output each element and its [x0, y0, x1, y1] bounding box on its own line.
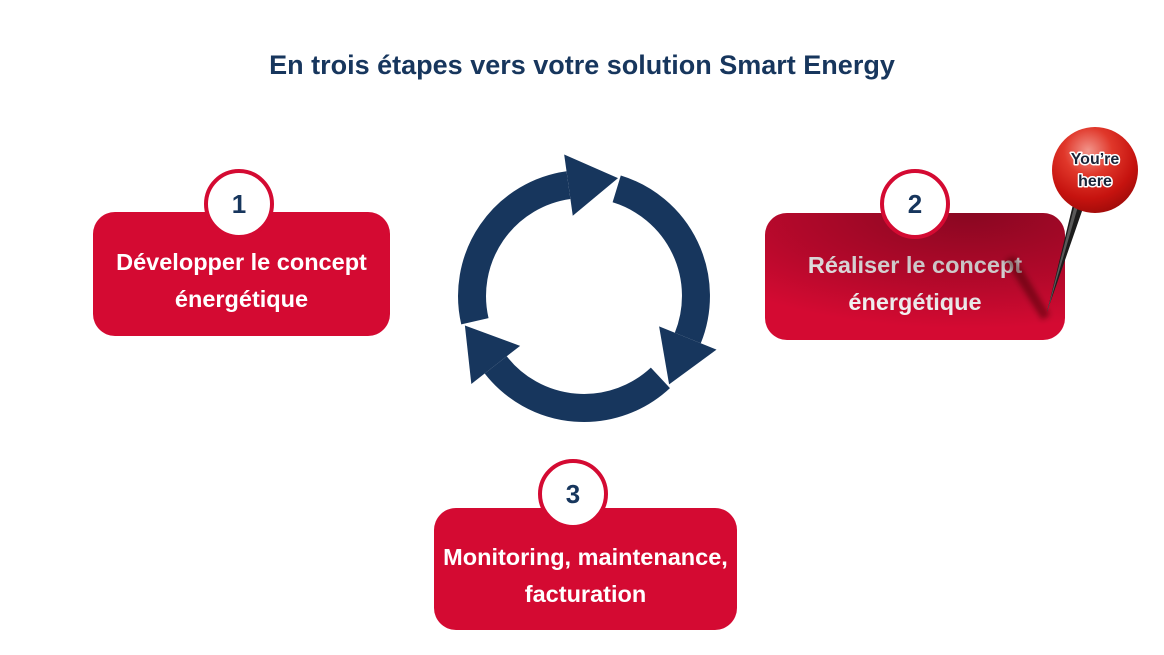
step-3-number-badge: 3	[538, 459, 608, 529]
pin-label-line2: here	[1078, 173, 1112, 190]
step-3-number: 3	[565, 478, 581, 509]
cycle-arrows-icon	[438, 150, 717, 442]
step-2-label-line2: énergétique	[848, 288, 982, 315]
step-1-number: 1	[231, 188, 247, 219]
step-box-3: Monitoring, maintenance, facturation	[434, 508, 737, 630]
step-1-label-line1: Développer le concept	[116, 249, 367, 275]
step-3-label-line1: Monitoring, maintenance,	[443, 544, 728, 570]
pin-head	[1052, 127, 1138, 213]
step-2-number: 2	[907, 188, 923, 219]
step-2-number-badge: 2	[880, 169, 950, 239]
step-1-number-badge: 1	[204, 169, 274, 239]
page-title: En trois étapes vers votre solution Smar…	[269, 50, 895, 80]
step-2-label-line1: Réaliser le concept	[807, 251, 1023, 278]
pin-label-line1: You’re	[1071, 151, 1120, 168]
step-3-label-line2: facturation	[524, 581, 647, 607]
step-1-label-line2: énergétique	[174, 286, 309, 312]
